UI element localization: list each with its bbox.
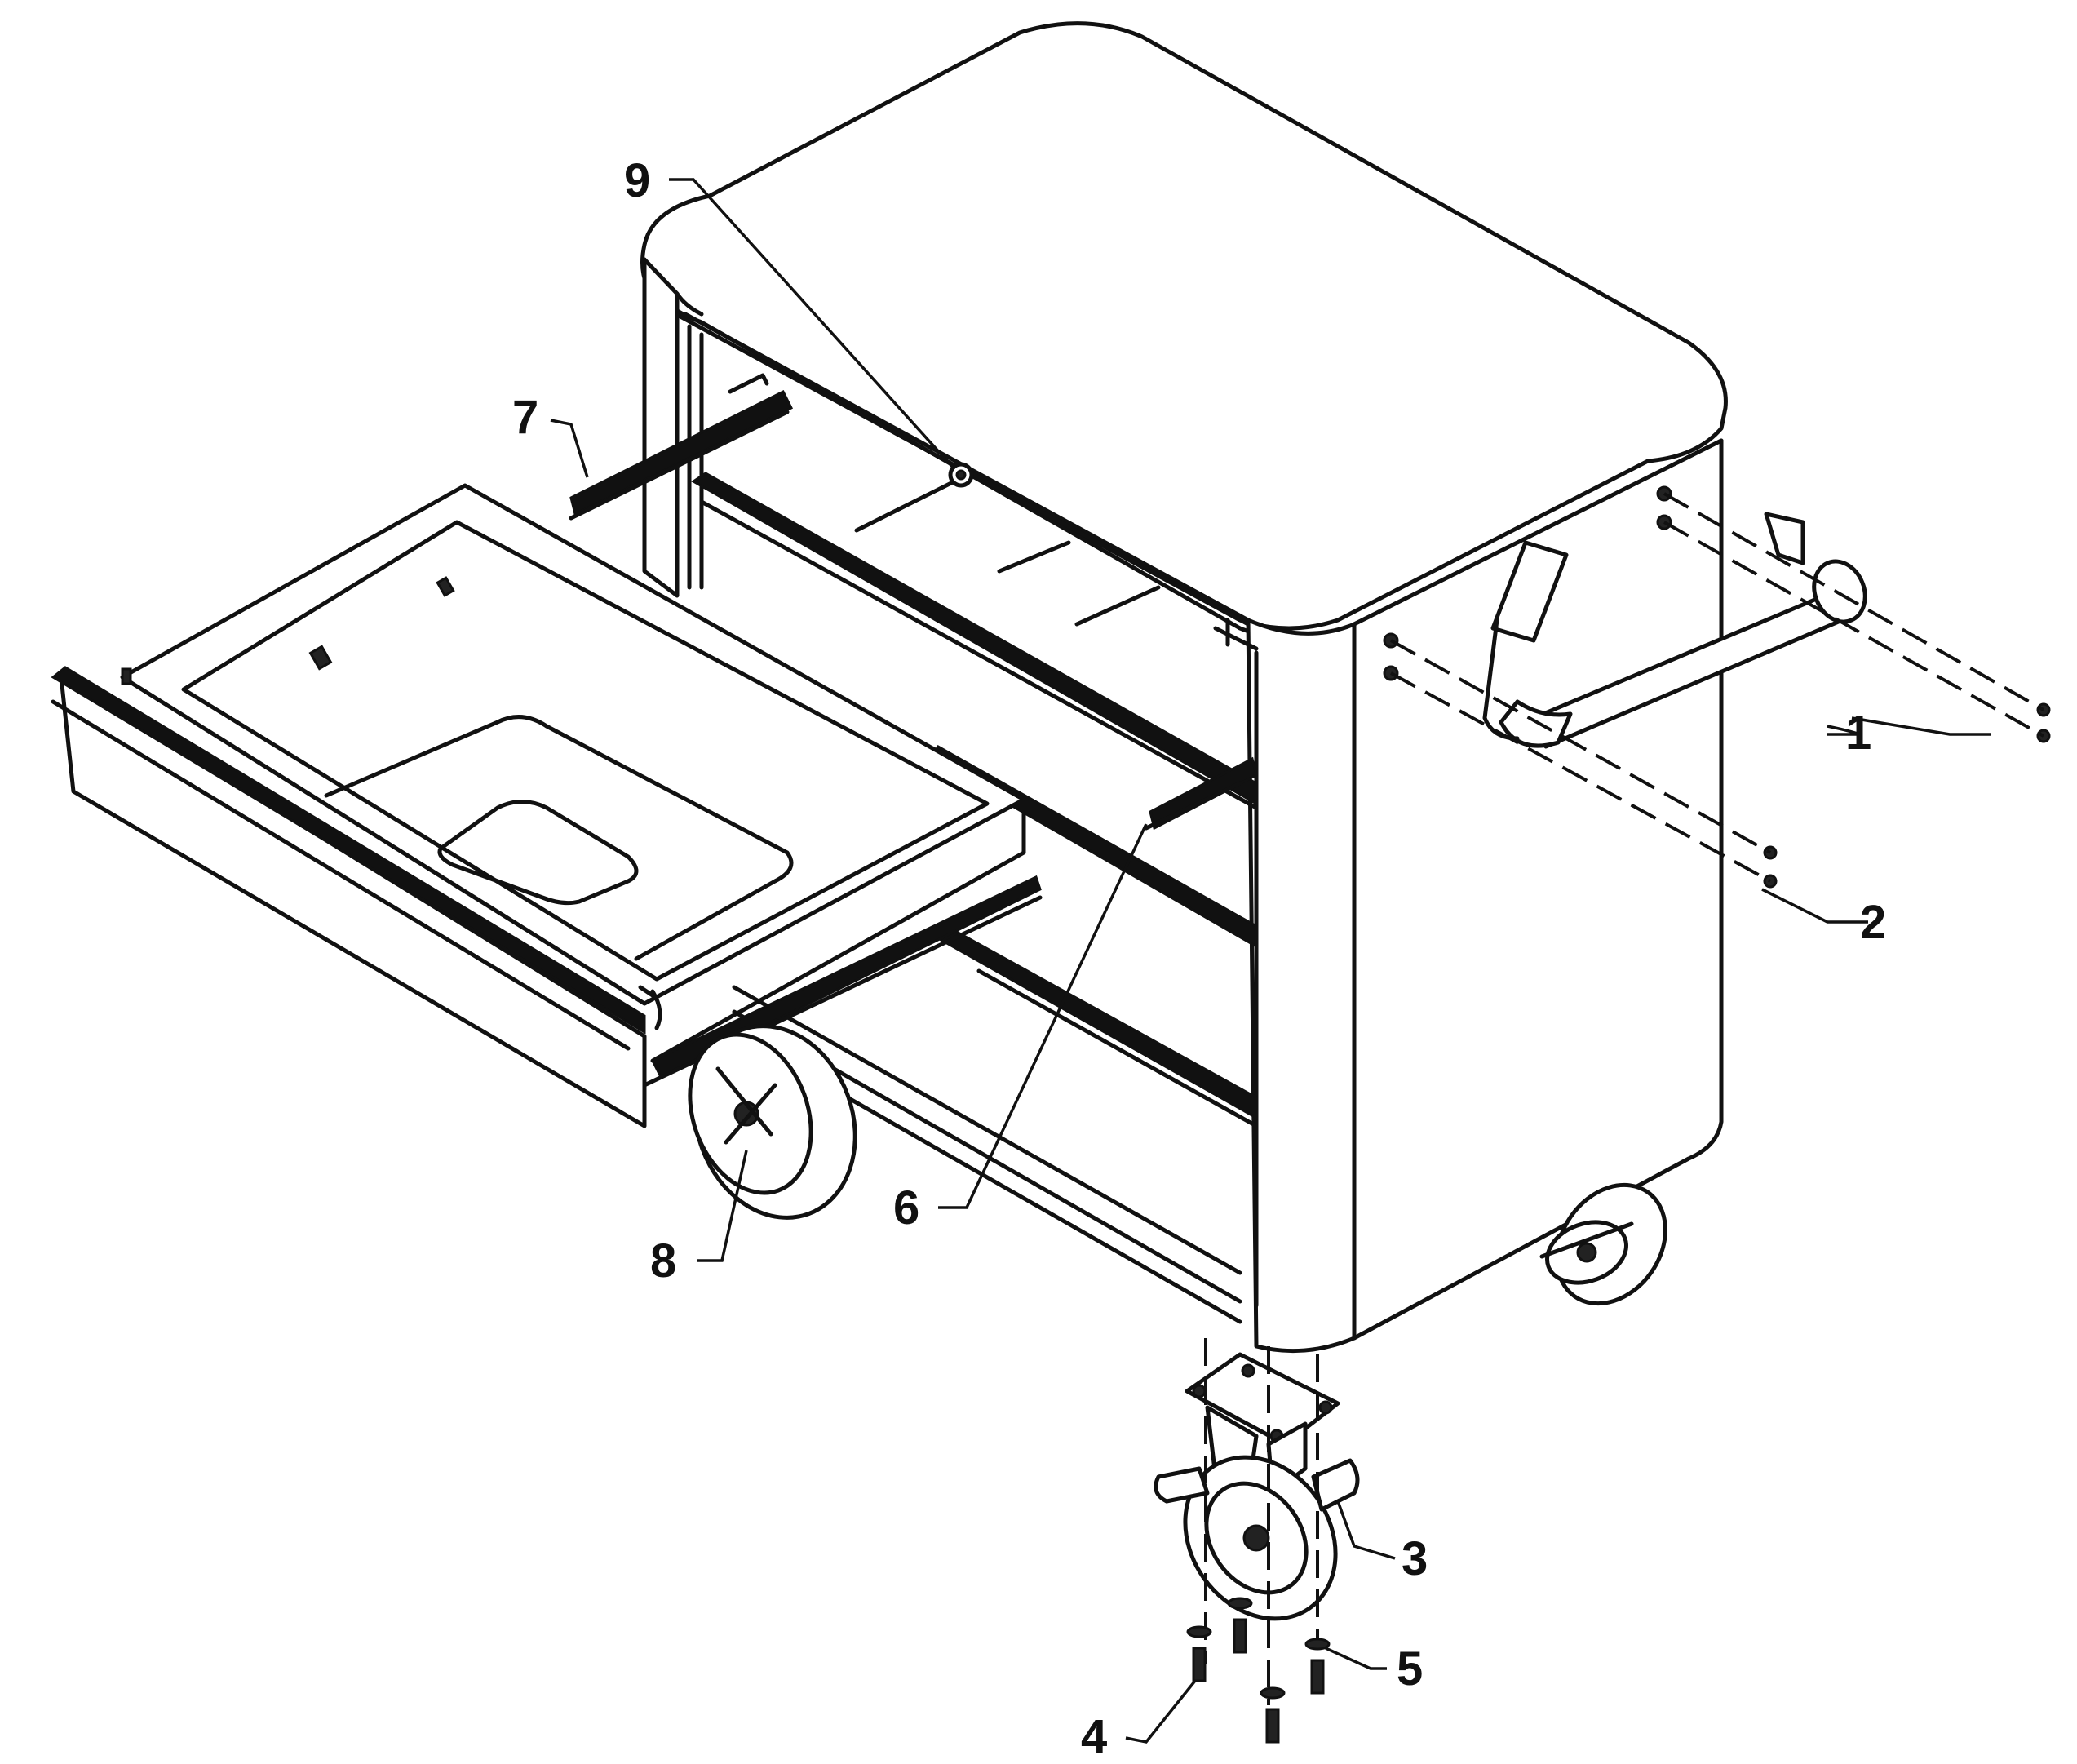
cabinet-lock bbox=[948, 462, 974, 488]
callout-number-9: 9 bbox=[624, 154, 651, 207]
rear-caster-right bbox=[1539, 1182, 1667, 1306]
front-caster bbox=[1154, 1352, 1360, 1621]
callout-number-8: 8 bbox=[650, 1234, 677, 1288]
callout-number-3: 3 bbox=[1402, 1532, 1428, 1585]
rear-caster-left bbox=[688, 1024, 857, 1220]
callout-number-7: 7 bbox=[512, 391, 539, 444]
handle-screws bbox=[1383, 485, 2051, 889]
callout-number-4: 4 bbox=[1081, 1710, 1108, 1763]
side-handle bbox=[1482, 512, 1867, 749]
caster-fasteners bbox=[1186, 1338, 1331, 1744]
callout-number-6: 6 bbox=[893, 1181, 920, 1234]
callout-number-1: 1 bbox=[1845, 707, 1872, 760]
slide-bracket bbox=[1144, 756, 1258, 831]
callout-leaders bbox=[550, 178, 1991, 1744]
callout-number-2: 2 bbox=[1860, 896, 1887, 949]
loose-drawer-slide bbox=[569, 373, 794, 521]
callout-number-5: 5 bbox=[1397, 1642, 1424, 1695]
